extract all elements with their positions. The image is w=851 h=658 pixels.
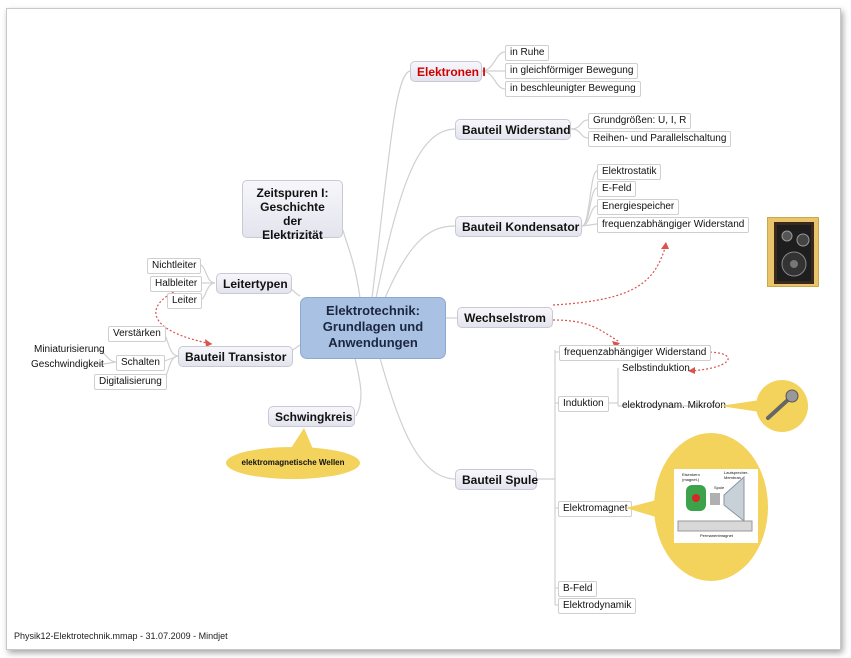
- leaf-energiespeicher[interactable]: Energiespeicher: [597, 199, 680, 215]
- leaf-miniaturisierung[interactable]: Miniaturisierung: [34, 344, 105, 355]
- leaf-gleichfoermige-bewegung[interactable]: in gleichförmiger Bewegung: [505, 63, 639, 79]
- branch-leitertypen[interactable]: Leitertypen: [216, 273, 292, 294]
- branch-transistor[interactable]: Bauteil Transistor: [178, 346, 293, 367]
- branch-zeitspuren[interactable]: Zeitspuren I: Geschichte der Elektrizitä…: [242, 180, 343, 242]
- leaf-in-ruhe[interactable]: in Ruhe: [505, 45, 550, 61]
- em-label-spule: Spule: [714, 485, 725, 490]
- em-label-top-right: Lautsprecher-Membran: [724, 470, 749, 480]
- microphone-icon: [720, 380, 808, 432]
- branch-wechselstrom[interactable]: Wechselstrom: [457, 307, 553, 328]
- branch-elektronen[interactable]: Elektronen I: [410, 61, 486, 82]
- leaf-elektrodynamik[interactable]: Elektrodynamik: [558, 598, 637, 614]
- footer-text: Physik12-Elektrotechnik.mmap - 31.07.200…: [14, 631, 228, 641]
- em-label-top-left: Eisenkern (magnet.): [682, 472, 700, 482]
- leaf-leiter[interactable]: Leiter: [167, 293, 203, 309]
- leaf-e-feld[interactable]: E-Feld: [597, 181, 637, 197]
- callout-shape: [226, 428, 360, 479]
- leaf-elektrostatik[interactable]: Elektrostatik: [597, 164, 662, 180]
- loudspeaker-icon: [774, 222, 814, 284]
- leaf-nichtleiter[interactable]: Nichtleiter: [147, 258, 202, 274]
- speaker-image: [767, 217, 819, 287]
- leaf-verstaerken[interactable]: Verstärken: [108, 326, 166, 342]
- central-topic[interactable]: Elektrotechnik: Grundlagen und Anwendung…: [300, 297, 446, 359]
- elektromagnet-callout: Eisenkern (magnet.) Lautsprecher-Membran…: [626, 433, 768, 581]
- callout-text: elektromagnetische Wellen: [241, 458, 345, 467]
- leaf-halbleiter[interactable]: Halbleiter: [150, 276, 203, 292]
- branch-kondensator[interactable]: Bauteil Kondensator: [455, 216, 582, 237]
- leaf-digitalisierung[interactable]: Digitalisierung: [94, 374, 167, 390]
- leaf-geschwindigkeit[interactable]: Geschwindigkeit: [31, 359, 104, 370]
- em-label-bottom: Permanentmagnet: [700, 533, 733, 538]
- leaf-kondensator-freq-widerstand[interactable]: frequenzabhängiger Widerstand: [597, 217, 750, 233]
- leaf-mikrofon[interactable]: elektrodynam. Mikrofon: [622, 400, 726, 411]
- electromagnet-diagram: [626, 433, 768, 581]
- leaf-elektromagnet[interactable]: Elektromagnet: [558, 501, 633, 517]
- branch-spule[interactable]: Bauteil Spule: [455, 469, 538, 490]
- leaf-grundgroessen[interactable]: Grundgrößen: U, I, R: [588, 113, 692, 129]
- leaf-reihen-parallel[interactable]: Reihen- und Parallelschaltung: [588, 131, 732, 147]
- microphone-callout: [720, 380, 810, 432]
- leaf-spule-freq-widerstand[interactable]: frequenzabhängiger Widerstand: [559, 345, 712, 361]
- leaf-selbstinduktion[interactable]: Selbstinduktion: [622, 363, 690, 374]
- branch-schwingkreis[interactable]: Schwingkreis: [268, 406, 355, 427]
- branch-widerstand[interactable]: Bauteil Widerstand: [455, 119, 571, 140]
- leaf-b-feld[interactable]: B-Feld: [558, 581, 598, 597]
- leaf-schalten[interactable]: Schalten: [116, 355, 165, 371]
- leaf-induktion[interactable]: Induktion: [558, 396, 609, 412]
- leaf-beschleunigte-bewegung[interactable]: in beschleunigter Bewegung: [505, 81, 641, 97]
- schwingkreis-callout: elektromagnetische Wellen: [226, 426, 360, 480]
